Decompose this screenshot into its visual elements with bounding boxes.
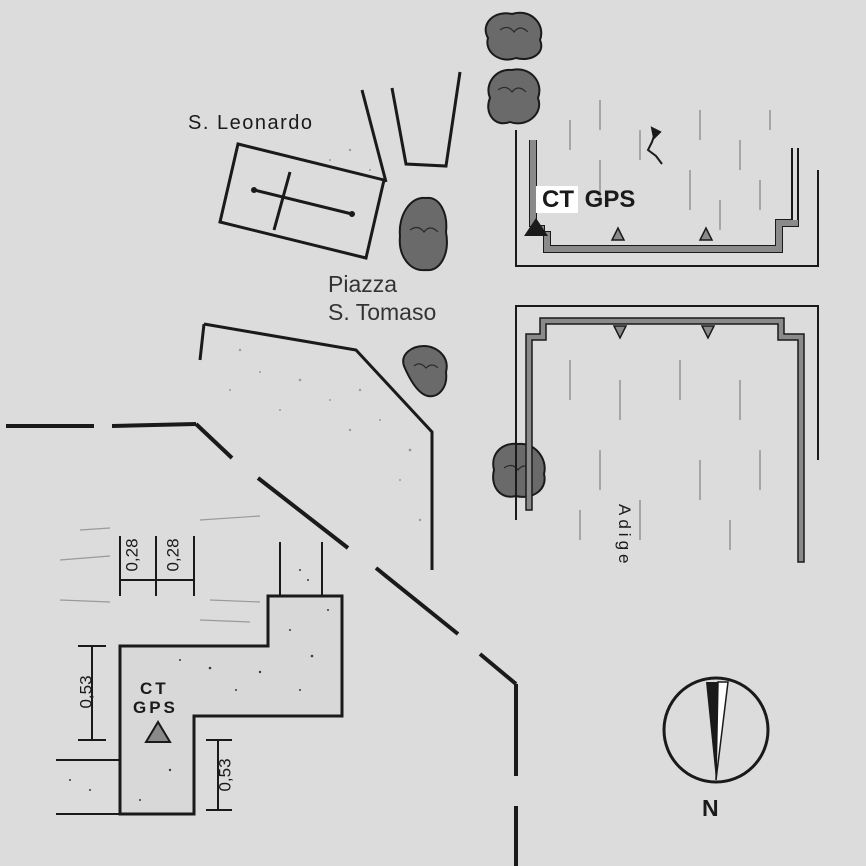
inset-gps-label: GPS: [133, 698, 178, 717]
dimension-lines: [78, 536, 232, 811]
north-label: N: [702, 795, 719, 821]
inset-ct-label: CT: [140, 679, 169, 698]
ground-texture: [229, 148, 422, 522]
station-label-gps: GPS: [584, 186, 636, 213]
flow-arrow-icon: [646, 126, 663, 165]
station-label-ct: CT: [536, 186, 578, 213]
street-edges: [198, 71, 462, 570]
dimension-height-b: 0,53: [215, 758, 235, 792]
river-label: Adige: [615, 504, 634, 568]
inset-hatching: [59, 515, 261, 623]
north-arrow-icon: [662, 676, 770, 784]
dashed-boundary: [6, 422, 518, 866]
cross-icon: [251, 171, 355, 231]
triangle-marker-icon: [524, 218, 548, 236]
dimension-width-b: 0,28: [163, 538, 183, 572]
piazza-label-line2: S. Tomaso: [328, 299, 437, 325]
church-label: S. Leonardo: [188, 112, 314, 134]
church-building: [218, 142, 386, 260]
triangle-marker-icon: [144, 720, 172, 743]
river-embankment-lower: [515, 305, 819, 563]
station-label-top: CT GPS: [536, 183, 635, 217]
piazza-label-line1: Piazza: [328, 271, 398, 297]
dimension-width-a: 0,28: [122, 538, 142, 572]
dimension-height-a: 0,53: [76, 675, 96, 709]
river-water-hatching: [569, 100, 771, 550]
piazza-label: Piazza S. Tomaso: [328, 270, 436, 326]
inset-pillar-detail: [56, 542, 344, 816]
